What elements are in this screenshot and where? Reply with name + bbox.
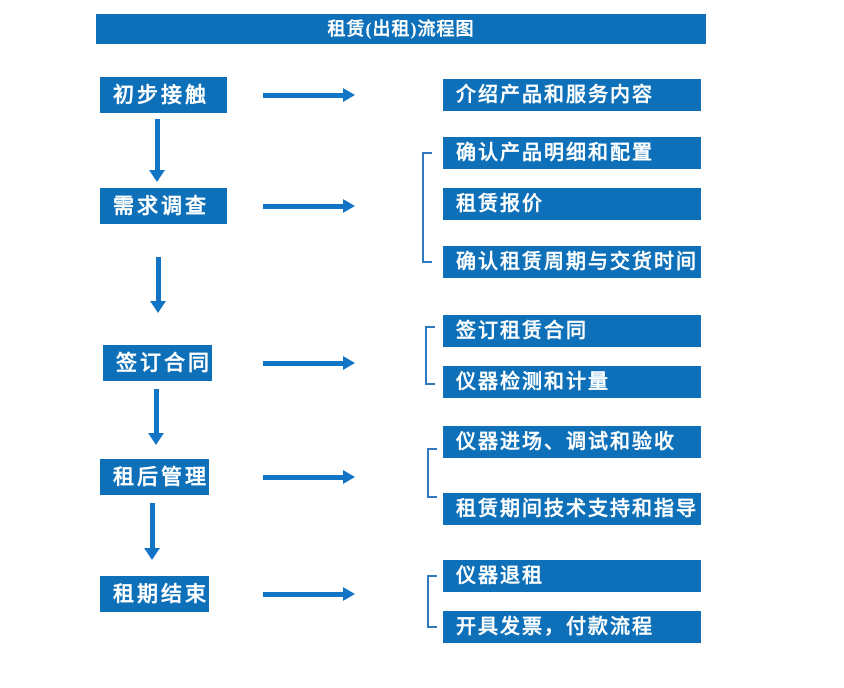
step-box-sign-contract: 签订合同 (103, 345, 212, 381)
group-bracket-step5-outputs (427, 575, 437, 628)
arrow-shaft (156, 257, 161, 301)
arrow-shaft (263, 591, 343, 597)
output-box-instrument-setup-acceptance: 仪器进场、调试和验收 (443, 426, 701, 458)
output-box-introduce-products-services: 介绍产品和服务内容 (443, 79, 701, 111)
step-box-initial-contact: 初步接触 (100, 77, 227, 113)
arrow-shaft (263, 203, 343, 209)
arrow-head-icon (343, 587, 355, 601)
arrow-head-icon (149, 170, 165, 182)
output-box-confirm-rental-period: 确认租赁周期与交货时间 (443, 246, 701, 278)
arrow-shaft (263, 92, 343, 98)
arrow-shaft (155, 119, 160, 170)
arrow-shaft (154, 389, 159, 433)
output-box-rental-quotation: 租赁报价 (443, 188, 701, 220)
down-arrow-step4-to-step5 (144, 503, 161, 560)
step-box-demand-survey: 需求调查 (100, 188, 227, 224)
arrow-head-icon (148, 433, 164, 445)
output-box-instrument-inspection: 仪器检测和计量 (443, 366, 701, 398)
arrow-shaft (263, 360, 343, 366)
group-bracket-step3-outputs (425, 326, 435, 385)
output-box-technical-support: 租赁期间技术支持和指导 (443, 493, 701, 525)
right-arrow-step1 (263, 88, 355, 102)
group-bracket-step4-outputs (427, 448, 437, 498)
output-box-confirm-product-details: 确认产品明细和配置 (443, 137, 701, 169)
arrow-head-icon (343, 356, 355, 370)
output-box-invoice-payment: 开具发票，付款流程 (443, 611, 701, 643)
arrow-head-icon (144, 548, 160, 560)
arrow-head-icon (150, 301, 166, 313)
down-arrow-step2-to-step3 (150, 257, 167, 313)
group-bracket-step2-outputs (422, 152, 432, 263)
down-arrow-step1-to-step2 (149, 119, 166, 182)
arrow-head-icon (343, 470, 355, 484)
arrow-head-icon (343, 88, 355, 102)
right-arrow-step4 (263, 470, 355, 484)
output-box-sign-rental-contract: 签订租赁合同 (443, 315, 701, 347)
right-arrow-step3 (263, 356, 355, 370)
down-arrow-step3-to-step4 (148, 389, 165, 445)
step-box-rental-end: 租期结束 (100, 576, 209, 612)
output-box-instrument-return: 仪器退租 (443, 560, 701, 592)
arrow-head-icon (343, 199, 355, 213)
step-box-post-rental-management: 租后管理 (100, 459, 209, 495)
arrow-shaft (150, 503, 155, 548)
right-arrow-step2 (263, 199, 355, 213)
flowchart-title: 租赁(出租)流程图 (96, 14, 706, 44)
right-arrow-step5 (263, 587, 355, 601)
arrow-shaft (263, 474, 343, 480)
